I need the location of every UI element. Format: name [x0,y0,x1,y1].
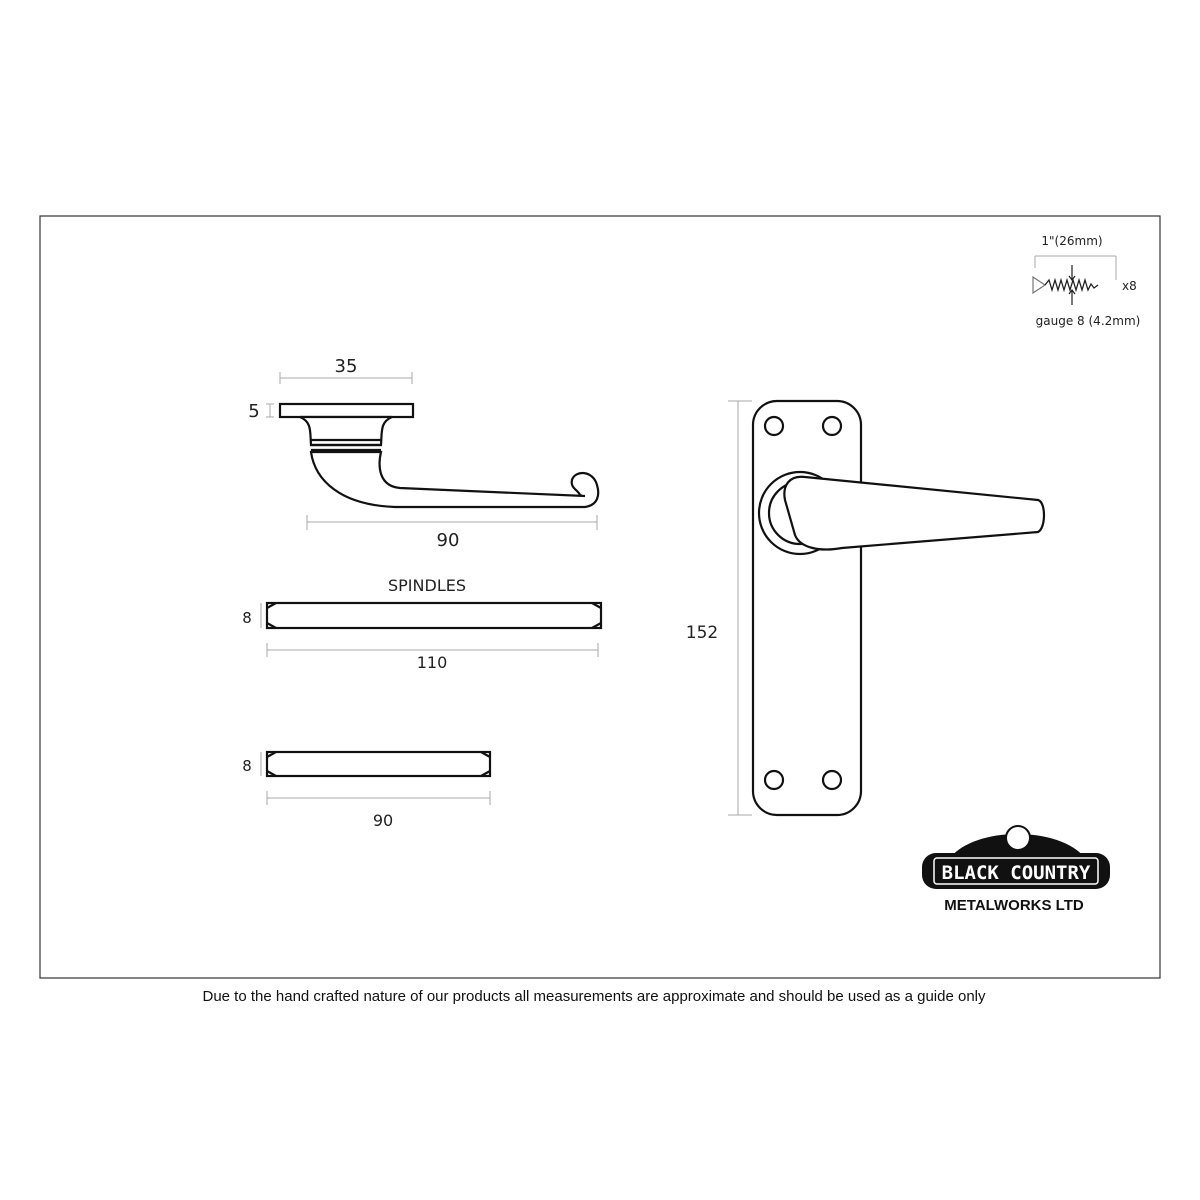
disclaimer-footer: Due to the hand crafted nature of our pr… [202,988,986,1005]
lever-length-label: 90 [437,530,460,551]
drawing-frame [39,215,1161,979]
spindle-short-thickness: 8 [242,757,252,775]
plate-width-label: 35 [335,356,358,377]
logo-line2: METALWORKS LTD [944,897,1084,914]
plate-thickness-label: 5 [248,401,259,422]
screw-length-label: 1"(26mm) [1041,234,1102,248]
handle-side-view: 35 5 90 [248,356,600,551]
screw-gauge-label: gauge 8 (4.2mm) [1036,314,1141,328]
screw-icon [1032,275,1047,295]
spindles-title: SPINDLES [388,576,466,595]
company-logo: BLACK COUNTRY METALWORKS LTD [922,825,1110,914]
spindle-long-thickness: 8 [242,609,252,627]
backplate-height-label: 152 [686,623,718,643]
handle-front-view: 152 [686,399,1046,817]
screw-quantity: x8 [1122,279,1137,293]
logo-line1: BLACK COUNTRY [942,862,1091,884]
spindle-short-length: 90 [373,811,393,830]
screw-spec: 1"(26mm) x8 gauge 8 (4.2mm) [1032,234,1141,328]
spindles: SPINDLES 8 110 8 90 [242,576,603,830]
spindle-long-length: 110 [417,653,448,672]
